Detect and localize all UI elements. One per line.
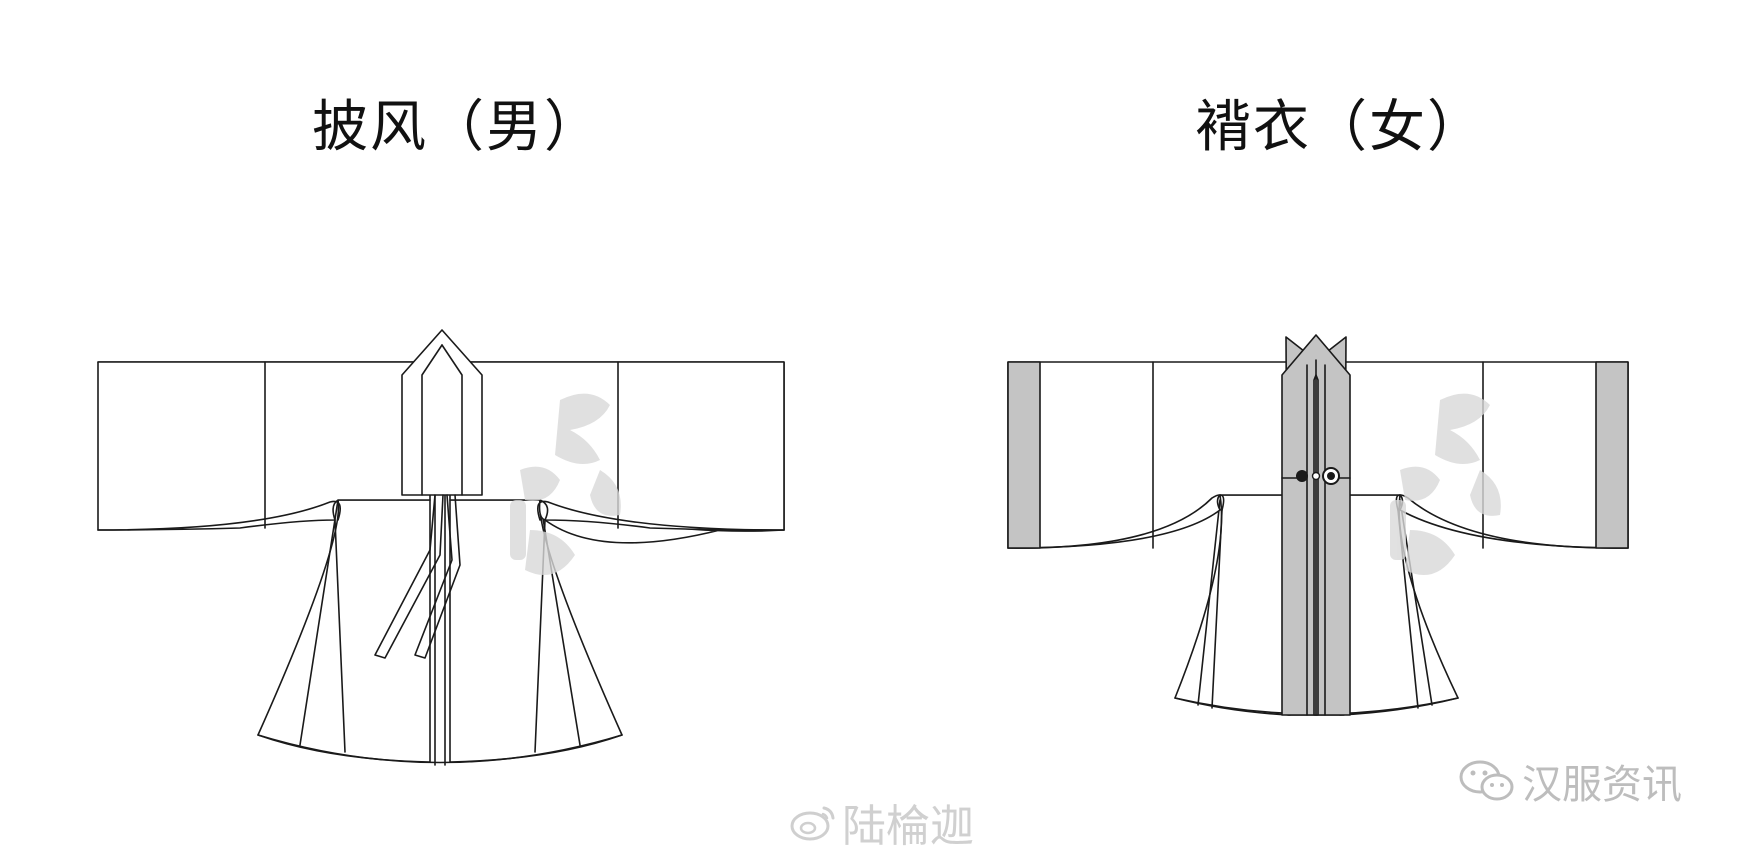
- beiyi-skirt-left: [1174, 494, 1291, 716]
- pifeng-tie-right: [414, 494, 461, 659]
- pifeng-collar-inner: [441, 344, 463, 496]
- wechat-icon: [1459, 760, 1514, 801]
- weibo-watermark-text: 陆棆迦: [842, 801, 974, 852]
- pifeng-garment: [97, 329, 785, 766]
- title-beiyi-female: 褙衣（女）: [1195, 95, 1485, 160]
- pifeng-collar: [401, 329, 483, 496]
- pifeng-pleat-line: [334, 519, 346, 753]
- weibo-watermark: 陆棆迦: [790, 790, 974, 854]
- beiyi-underarm-right: [1395, 494, 1629, 549]
- pifeng-underarm-left: [97, 500, 341, 531]
- beiyi-button-clasp: [1296, 467, 1340, 485]
- beiyi-cuff-right: [1595, 361, 1629, 549]
- beiyi-garment: [1007, 334, 1629, 716]
- pifeng-underarm-right: [537, 500, 785, 531]
- title-pifeng-male: 披风（男）: [312, 95, 602, 160]
- pifeng-collar-inner: [421, 344, 443, 496]
- wechat-watermark-text: 汉服资讯: [1522, 762, 1682, 808]
- seal-watermark-right: [1390, 393, 1501, 575]
- wechat-watermark: 汉服资讯: [1458, 752, 1682, 810]
- beiyi-underarm-left: [1007, 494, 1225, 549]
- pifeng-hem: [257, 734, 623, 764]
- weibo-icon: [790, 806, 835, 841]
- seal-watermark-left: [510, 393, 621, 575]
- beiyi-pleat-line: [1211, 509, 1223, 709]
- beiyi-cuff-left: [1007, 361, 1041, 549]
- pifeng-pleat-line: [299, 499, 339, 746]
- pifeng-tie-left: [374, 494, 444, 659]
- beiyi-pleat-line: [1197, 499, 1221, 706]
